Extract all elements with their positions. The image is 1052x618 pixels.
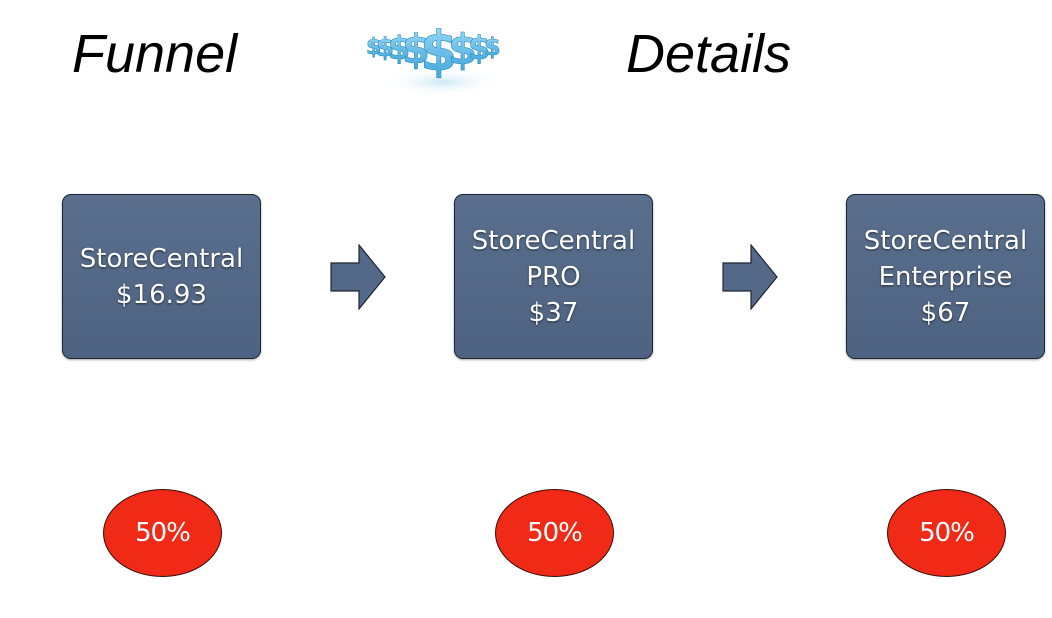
details-title: Details <box>626 24 792 84</box>
funnel-step-storecentral-enterprise: StoreCentral Enterprise $67 <box>846 194 1045 359</box>
conversion-rate-badge: 50% <box>103 489 222 577</box>
step-price: $16.93 <box>116 279 207 310</box>
conversion-rate-badge: 50% <box>887 489 1006 577</box>
dollar-signs-icon: $ $ $ $ $ $ $ $ <box>366 20 502 96</box>
step-price: $37 <box>528 297 579 328</box>
svg-text:$: $ <box>484 33 501 61</box>
svg-text:$: $ <box>448 25 477 74</box>
arrow-right-icon <box>330 244 386 310</box>
step-name: StoreCentral <box>863 225 1028 256</box>
funnel-step-storecentral-pro: StoreCentral PRO $37 <box>454 194 653 359</box>
conversion-rate-badge: 50% <box>495 489 614 577</box>
step-tier: Enterprise <box>878 261 1013 292</box>
funnel-step-storecentral: StoreCentral $16.93 <box>62 194 261 359</box>
arrow-right-icon <box>722 244 778 310</box>
step-name: StoreCentral <box>471 225 636 256</box>
svg-text:$: $ <box>388 29 410 67</box>
step-tier: PRO <box>526 261 581 292</box>
svg-text:$: $ <box>468 29 490 67</box>
svg-text:$: $ <box>366 35 381 60</box>
step-name: StoreCentral <box>79 243 244 274</box>
step-price: $67 <box>920 297 971 328</box>
funnel-title: Funnel <box>72 24 238 84</box>
svg-text:$: $ <box>420 20 458 83</box>
svg-text:$: $ <box>402 27 430 73</box>
svg-text:$: $ <box>376 33 394 63</box>
